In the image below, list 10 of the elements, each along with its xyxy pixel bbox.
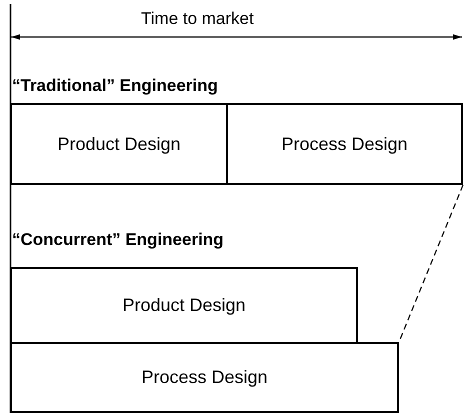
section-heading: “Traditional” Engineering xyxy=(12,76,218,96)
process-box xyxy=(226,103,463,185)
box-label: Process Design xyxy=(141,367,268,388)
process-box xyxy=(10,103,228,185)
box-label: Product Design xyxy=(122,295,246,316)
box-label: Product Design xyxy=(57,134,181,154)
box-label: Process Design xyxy=(281,134,408,154)
section-heading: “Concurrent” Engineering xyxy=(12,230,224,250)
process-box xyxy=(10,342,399,413)
process-box xyxy=(10,267,358,344)
